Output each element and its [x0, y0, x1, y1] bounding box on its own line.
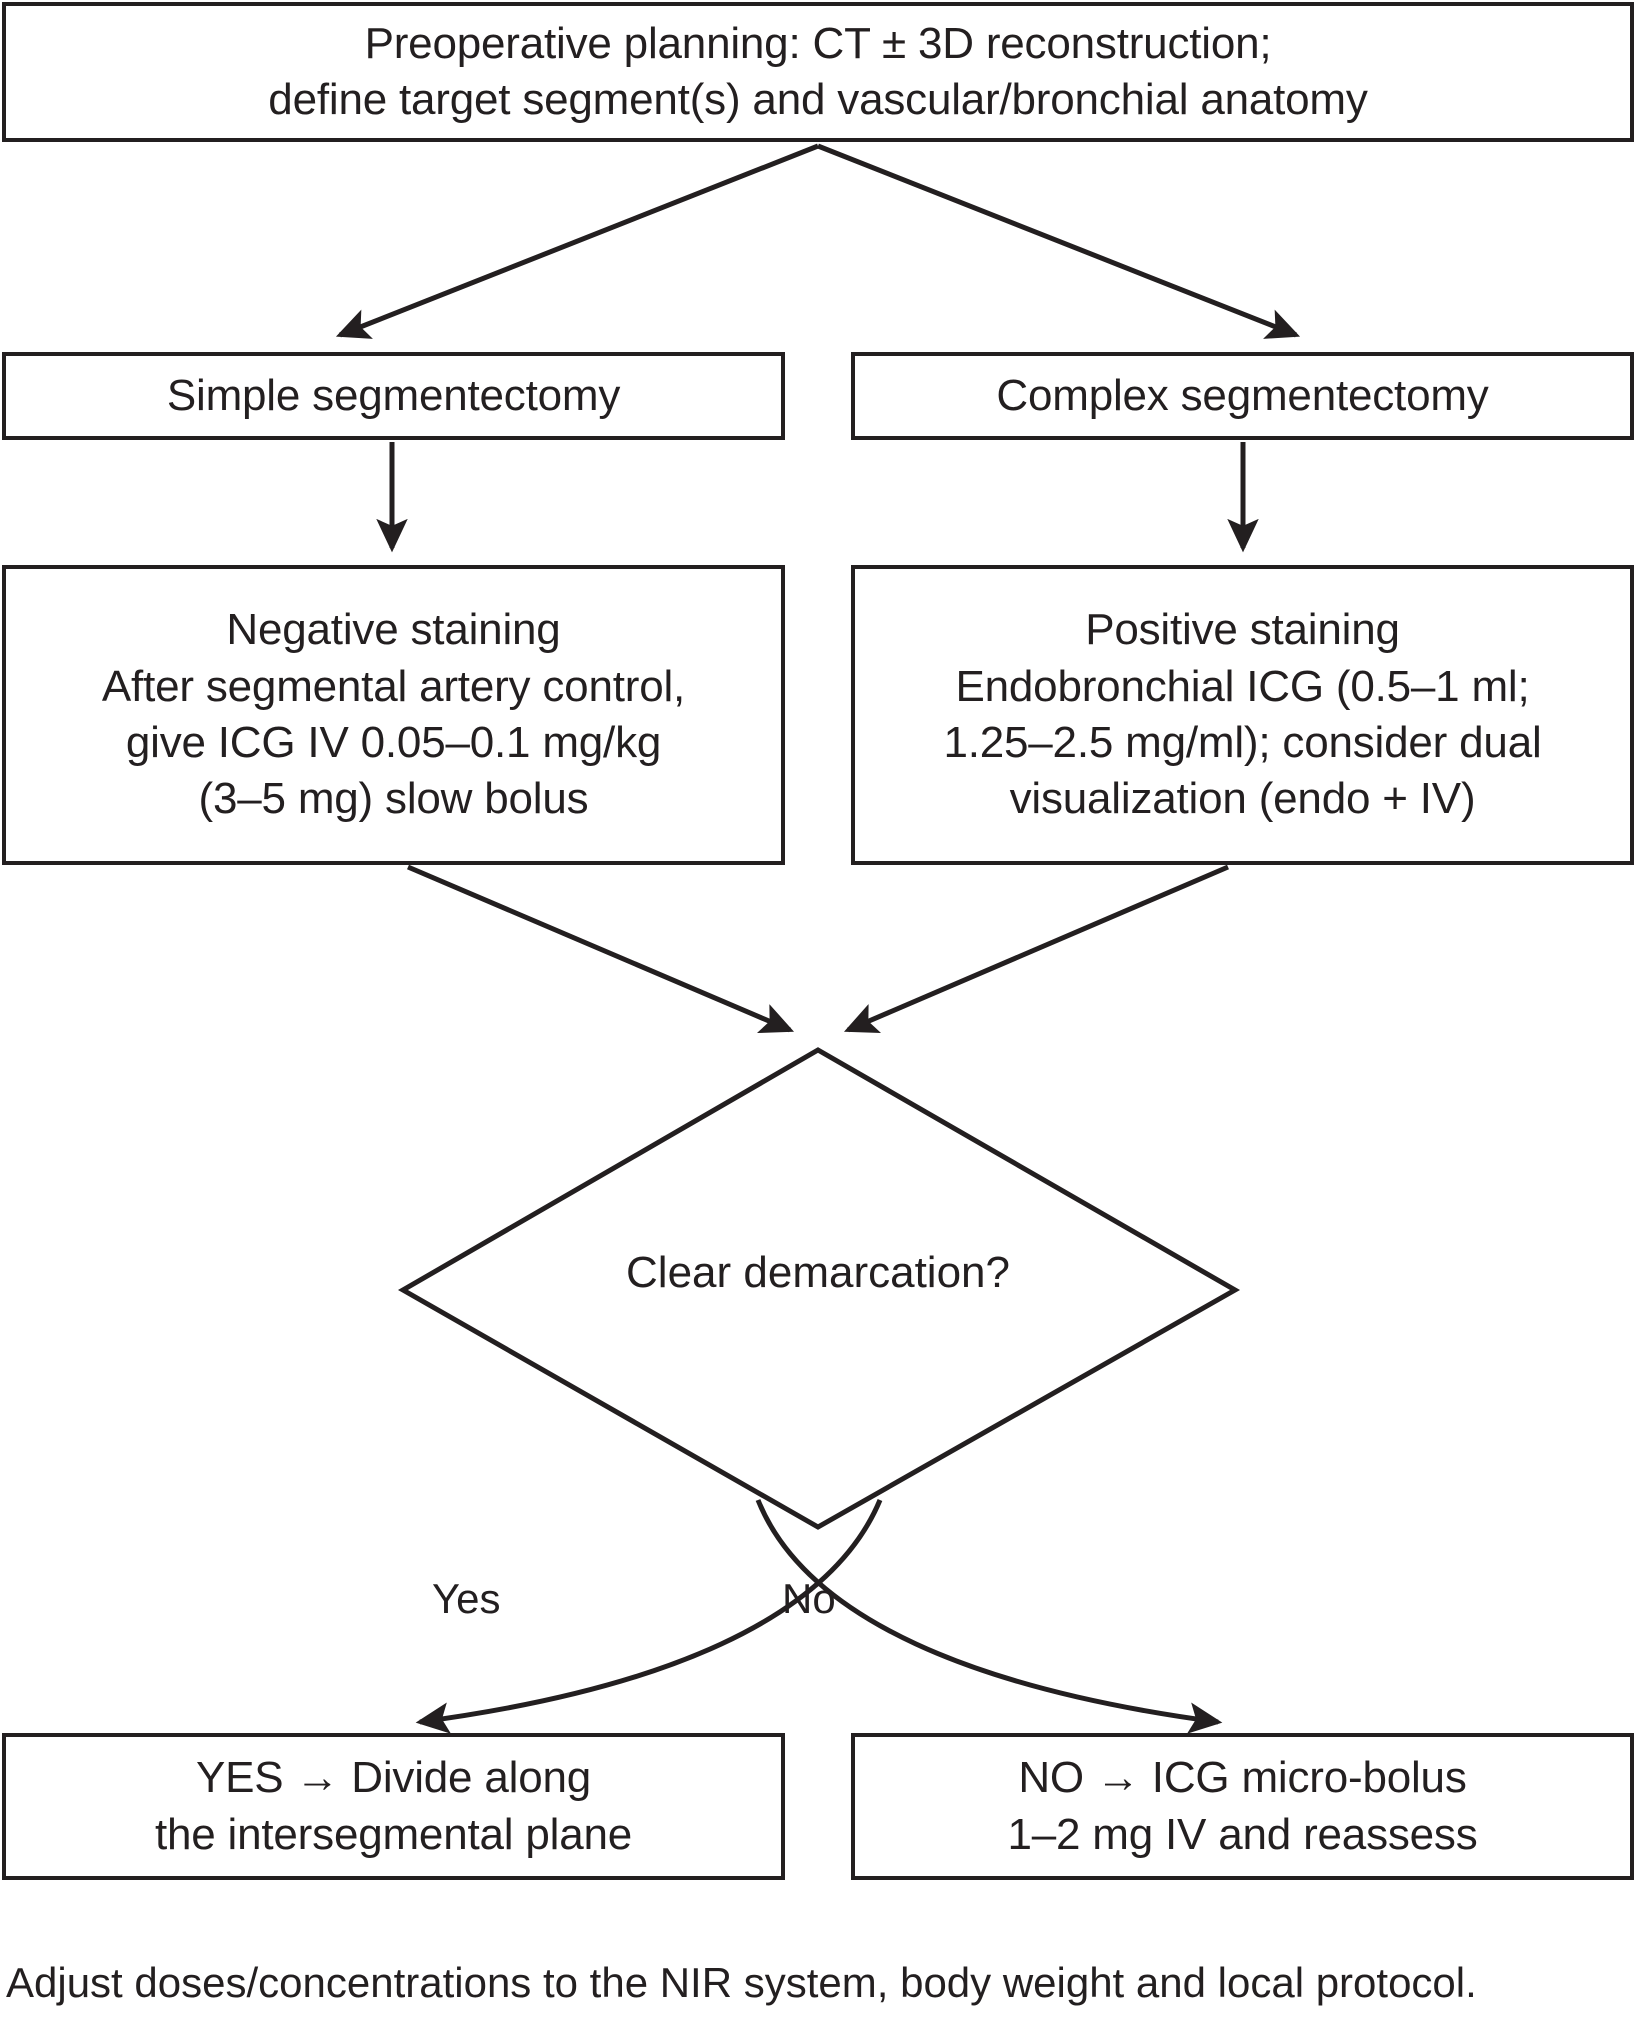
negative-staining-line-3: give ICG IV 0.05–0.1 mg/kg — [125, 718, 662, 767]
negative-staining-line-2: After segmental artery control, — [101, 661, 686, 711]
no-outcome-line-2: 1–2 mg IV and reassess — [1007, 1809, 1478, 1859]
preop-line-1: Preoperative planning: CT ± 3D reconstru… — [364, 18, 1272, 68]
edge-label-no: No — [782, 1575, 836, 1622]
simple-segmentectomy-label: Simple segmentectomy — [166, 370, 621, 420]
edge-negative-to-decision — [407, 864, 795, 1034]
positive-staining-line-3: 1.25–2.5 mg/ml); consider dual — [943, 718, 1542, 767]
edge-positive-to-decision — [843, 864, 1229, 1033]
preop-line-2: define target segment(s) and vascular/br… — [268, 75, 1368, 124]
node-no-outcome: NO → ICG micro-bolus 1–2 mg IV and reass… — [851, 1733, 1634, 1880]
decision-label: Clear demarcation? — [626, 1248, 1010, 1297]
edge-preop-to-simple — [335, 143, 819, 339]
positive-staining-line-4: visualization (endo + IV) — [1009, 774, 1476, 824]
yes-outcome-line-2: the intersegmental plane — [154, 1809, 633, 1859]
positive-staining-line-1: Positive staining — [1085, 605, 1400, 655]
node-complex-segmentectomy: Complex segmentectomy — [851, 352, 1634, 440]
no-outcome-line-1: NO → ICG micro-bolus — [1018, 1753, 1467, 1803]
yes-outcome-line-1: YES → Divide along — [195, 1753, 592, 1803]
edge-preop-to-complex — [817, 143, 1301, 339]
node-simple-segmentectomy: Simple segmentectomy — [2, 352, 785, 440]
node-preoperative-planning: Preoperative planning: CT ± 3D reconstru… — [2, 2, 1634, 142]
edge-label-yes: Yes — [432, 1575, 501, 1622]
complex-segmentectomy-label: Complex segmentectomy — [996, 370, 1489, 420]
figure-caption: Adjust doses/concentrations to the NIR s… — [6, 1959, 1477, 2006]
positive-staining-line-2: Endobronchial ICG (0.5–1 ml; — [955, 661, 1530, 711]
negative-staining-line-4: (3–5 mg) slow bolus — [198, 774, 589, 824]
node-positive-staining: Positive staining Endobronchial ICG (0.5… — [851, 565, 1634, 865]
node-negative-staining: Negative staining After segmental artery… — [2, 565, 785, 865]
node-yes-outcome: YES → Divide along the intersegmental pl… — [2, 1733, 785, 1880]
negative-staining-line-1: Negative staining — [226, 605, 561, 655]
